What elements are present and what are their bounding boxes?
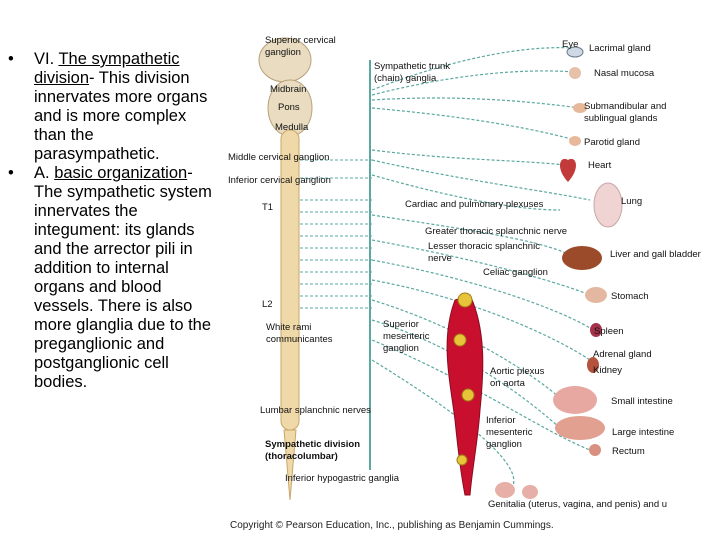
label-white-rami-2: communicantes	[266, 334, 333, 345]
label-midbrain: Midbrain	[270, 84, 306, 95]
label-inferior-cervical: Inferior cervical ganglion	[228, 175, 331, 186]
bullet-text: - The sympathetic system innervates the …	[34, 164, 212, 391]
label-inferior-mesenteric-3: ganglion	[486, 439, 522, 450]
bullet-term: basic organization	[54, 164, 188, 182]
label-adrenal: Adrenal gland	[593, 349, 652, 360]
label-superior-cervical: Superior cervical	[265, 35, 336, 46]
stomach-icon	[585, 287, 607, 303]
label-salivary: Submandibular and	[584, 101, 666, 112]
label-heart: Heart	[588, 160, 612, 171]
label-rectum: Rectum	[612, 446, 645, 457]
large-intestine-icon	[555, 416, 605, 440]
label-superior-mesenteric-2: mesenteric	[383, 331, 430, 342]
salivary-icon	[573, 103, 587, 113]
label-spleen: Spleen	[594, 326, 624, 337]
label-division-subtitle: (thoracolumbar)	[265, 451, 338, 462]
label-superior-mesenteric-3: ganglion	[383, 343, 419, 354]
label-t1: T1	[262, 202, 273, 213]
kidney-icon	[587, 357, 599, 373]
label-superior-cervical-2: ganglion	[265, 47, 301, 58]
label-lacrimal: Lacrimal gland	[589, 43, 651, 54]
label-aortic-plexus-2: on aorta	[490, 378, 526, 389]
spleen-icon	[590, 323, 602, 337]
label-cardiac-plexuses: Cardiac and pulmonary plexuses	[405, 199, 544, 210]
label-parotid: Parotid gland	[584, 137, 640, 148]
label-lung: Lung	[621, 196, 642, 207]
rectum-icon	[589, 444, 601, 456]
label-lumbar-splanchnic: Lumbar splanchnic nerves	[260, 405, 371, 416]
eye-icon	[566, 46, 584, 58]
label-kidney: Kidney	[593, 365, 622, 376]
label-inferior-mesenteric: Inferior	[486, 415, 516, 426]
bullet-prefix: VI.	[34, 50, 59, 68]
label-lesser-splanchnic-2: nerve	[428, 253, 452, 264]
parotid-icon	[569, 136, 581, 146]
label-division-title: Sympathetic division	[265, 439, 360, 450]
liver-icon	[562, 246, 602, 270]
label-superior-mesenteric: Superior	[383, 319, 419, 330]
bullet-prefix: A.	[34, 164, 55, 182]
label-pons: Pons	[278, 102, 300, 113]
heart-icon	[560, 158, 576, 182]
copyright-text: Copyright © Pearson Education, Inc., pub…	[230, 520, 554, 531]
label-inferior-hypogastric: Inferior hypogastric ganglia	[285, 473, 400, 484]
label-medulla: Medulla	[275, 122, 309, 133]
slide-text: • VI. The sympathetic division- This divi…	[8, 50, 218, 392]
genitalia-icon-2	[522, 485, 538, 499]
label-lesser-splanchnic: Lesser thoracic splanchnic	[428, 241, 540, 252]
label-aortic-plexus: Aortic plexus	[490, 366, 545, 377]
cauda-equina	[283, 429, 297, 501]
lung-icon	[593, 182, 623, 228]
label-inferior-mesenteric-2: mesenteric	[486, 427, 533, 438]
bullet-dot: •	[8, 50, 14, 68]
bullet-dot: •	[8, 164, 14, 182]
label-genitalia: Genitalia (uterus, vagina, and penis) an…	[488, 499, 667, 510]
label-white-rami: White rami	[266, 322, 311, 333]
genitalia-icon	[495, 482, 515, 498]
label-large-intestine: Large intestine	[612, 427, 674, 438]
label-l2: L2	[262, 299, 273, 310]
label-sympathetic-trunk-2: (chain) ganglia	[374, 73, 437, 84]
label-sympathetic-trunk: Sympathetic trunk	[374, 61, 450, 72]
label-salivary-2: sublingual glands	[584, 113, 658, 124]
celiac-ganglion	[453, 292, 475, 466]
label-small-intestine: Small intestine	[611, 396, 673, 407]
chain-rungs	[300, 159, 372, 309]
bullet-text: - This division innervates more organs a…	[34, 69, 208, 163]
nasal-icon	[569, 67, 581, 79]
label-stomach: Stomach	[611, 291, 649, 302]
organ-shapes	[495, 46, 623, 499]
bullet-item: • VI. The sympathetic division- This divi…	[8, 50, 218, 164]
bullet-item: • A. basic organization- The sympathetic …	[8, 164, 218, 392]
bullet-term: The sympathetic division	[34, 50, 180, 87]
label-greater-splanchnic: Greater thoracic splanchnic nerve	[425, 226, 567, 237]
nerve-lines	[371, 47, 591, 491]
label-middle-cervical: Middle cervical ganglion	[228, 152, 329, 163]
label-nasal: Nasal mucosa	[594, 68, 655, 79]
label-liver: Liver and gall bladder	[610, 249, 701, 260]
label-eye: Eye	[562, 39, 578, 50]
small-intestine-icon	[553, 386, 597, 414]
label-celiac-ganglion: Celiac ganglion	[483, 267, 548, 278]
